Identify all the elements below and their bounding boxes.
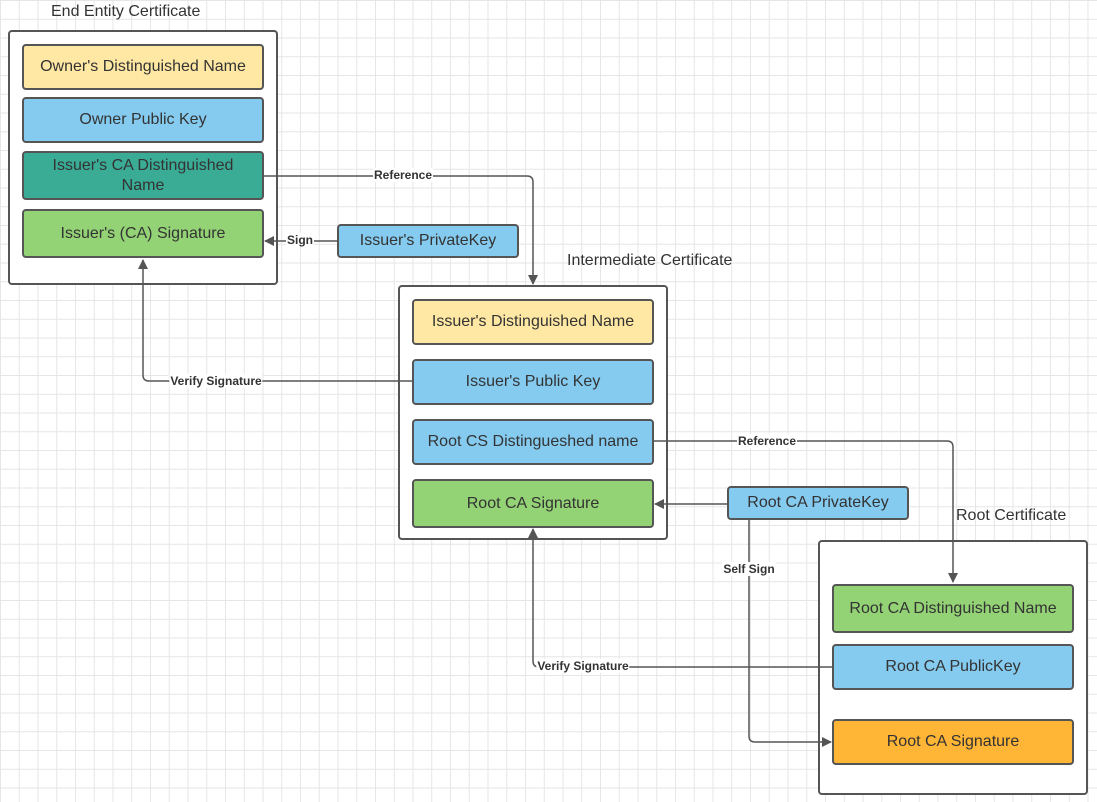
verify-signature-label-1: Verify Signature [169,374,263,388]
reference-label-2: Reference [736,434,798,448]
root-title: Root Certificate [956,507,1067,524]
root-ca-signature-field[interactable]: Root CA Signature [832,719,1074,765]
reference-arrow-2 [653,440,958,583]
root-ca-distinguished-name-field[interactable]: Root CA Distinguished Name [832,584,1074,633]
root-ca-public-key-field[interactable]: Root CA PublicKey [832,644,1074,690]
verify-signature-arrow-1 [138,259,413,382]
sign-label: Sign [286,233,314,247]
issuer-ca-signature-field[interactable]: Issuer's (CA) Signature [22,209,264,258]
self-sign-arrow [748,519,832,747]
verify-signature-label-2: Verify Signature [536,659,630,673]
reference-arrow-1 [263,175,538,285]
owner-public-key-field[interactable]: Owner Public Key [22,97,264,143]
root-cs-distinguished-name-field[interactable]: Root CS Distingueshed name [412,419,654,465]
root-ca-private-key-field[interactable]: Root CA PrivateKey [727,486,909,520]
verify-signature-arrow-2 [528,528,833,668]
intermediate-root-ca-signature-field[interactable]: Root CA Signature [412,479,654,528]
issuer-private-key-field[interactable]: Issuer's PrivateKey [337,224,519,258]
issuer-distinguished-name-field[interactable]: Issuer's Distinguished Name [412,299,654,345]
reference-label-1: Reference [372,168,434,182]
end-entity-title: End Entity Certificate [51,3,201,20]
intermediate-title: Intermediate Certificate [567,252,733,269]
self-sign-label: Self Sign [722,562,776,576]
owner-distinguished-name-field[interactable]: Owner's Distinguished Name [22,44,264,90]
issuer-public-key-field[interactable]: Issuer's Public Key [412,359,654,405]
issuer-ca-distinguished-name-field[interactable]: Issuer's CA Distinguished Name [22,151,264,200]
